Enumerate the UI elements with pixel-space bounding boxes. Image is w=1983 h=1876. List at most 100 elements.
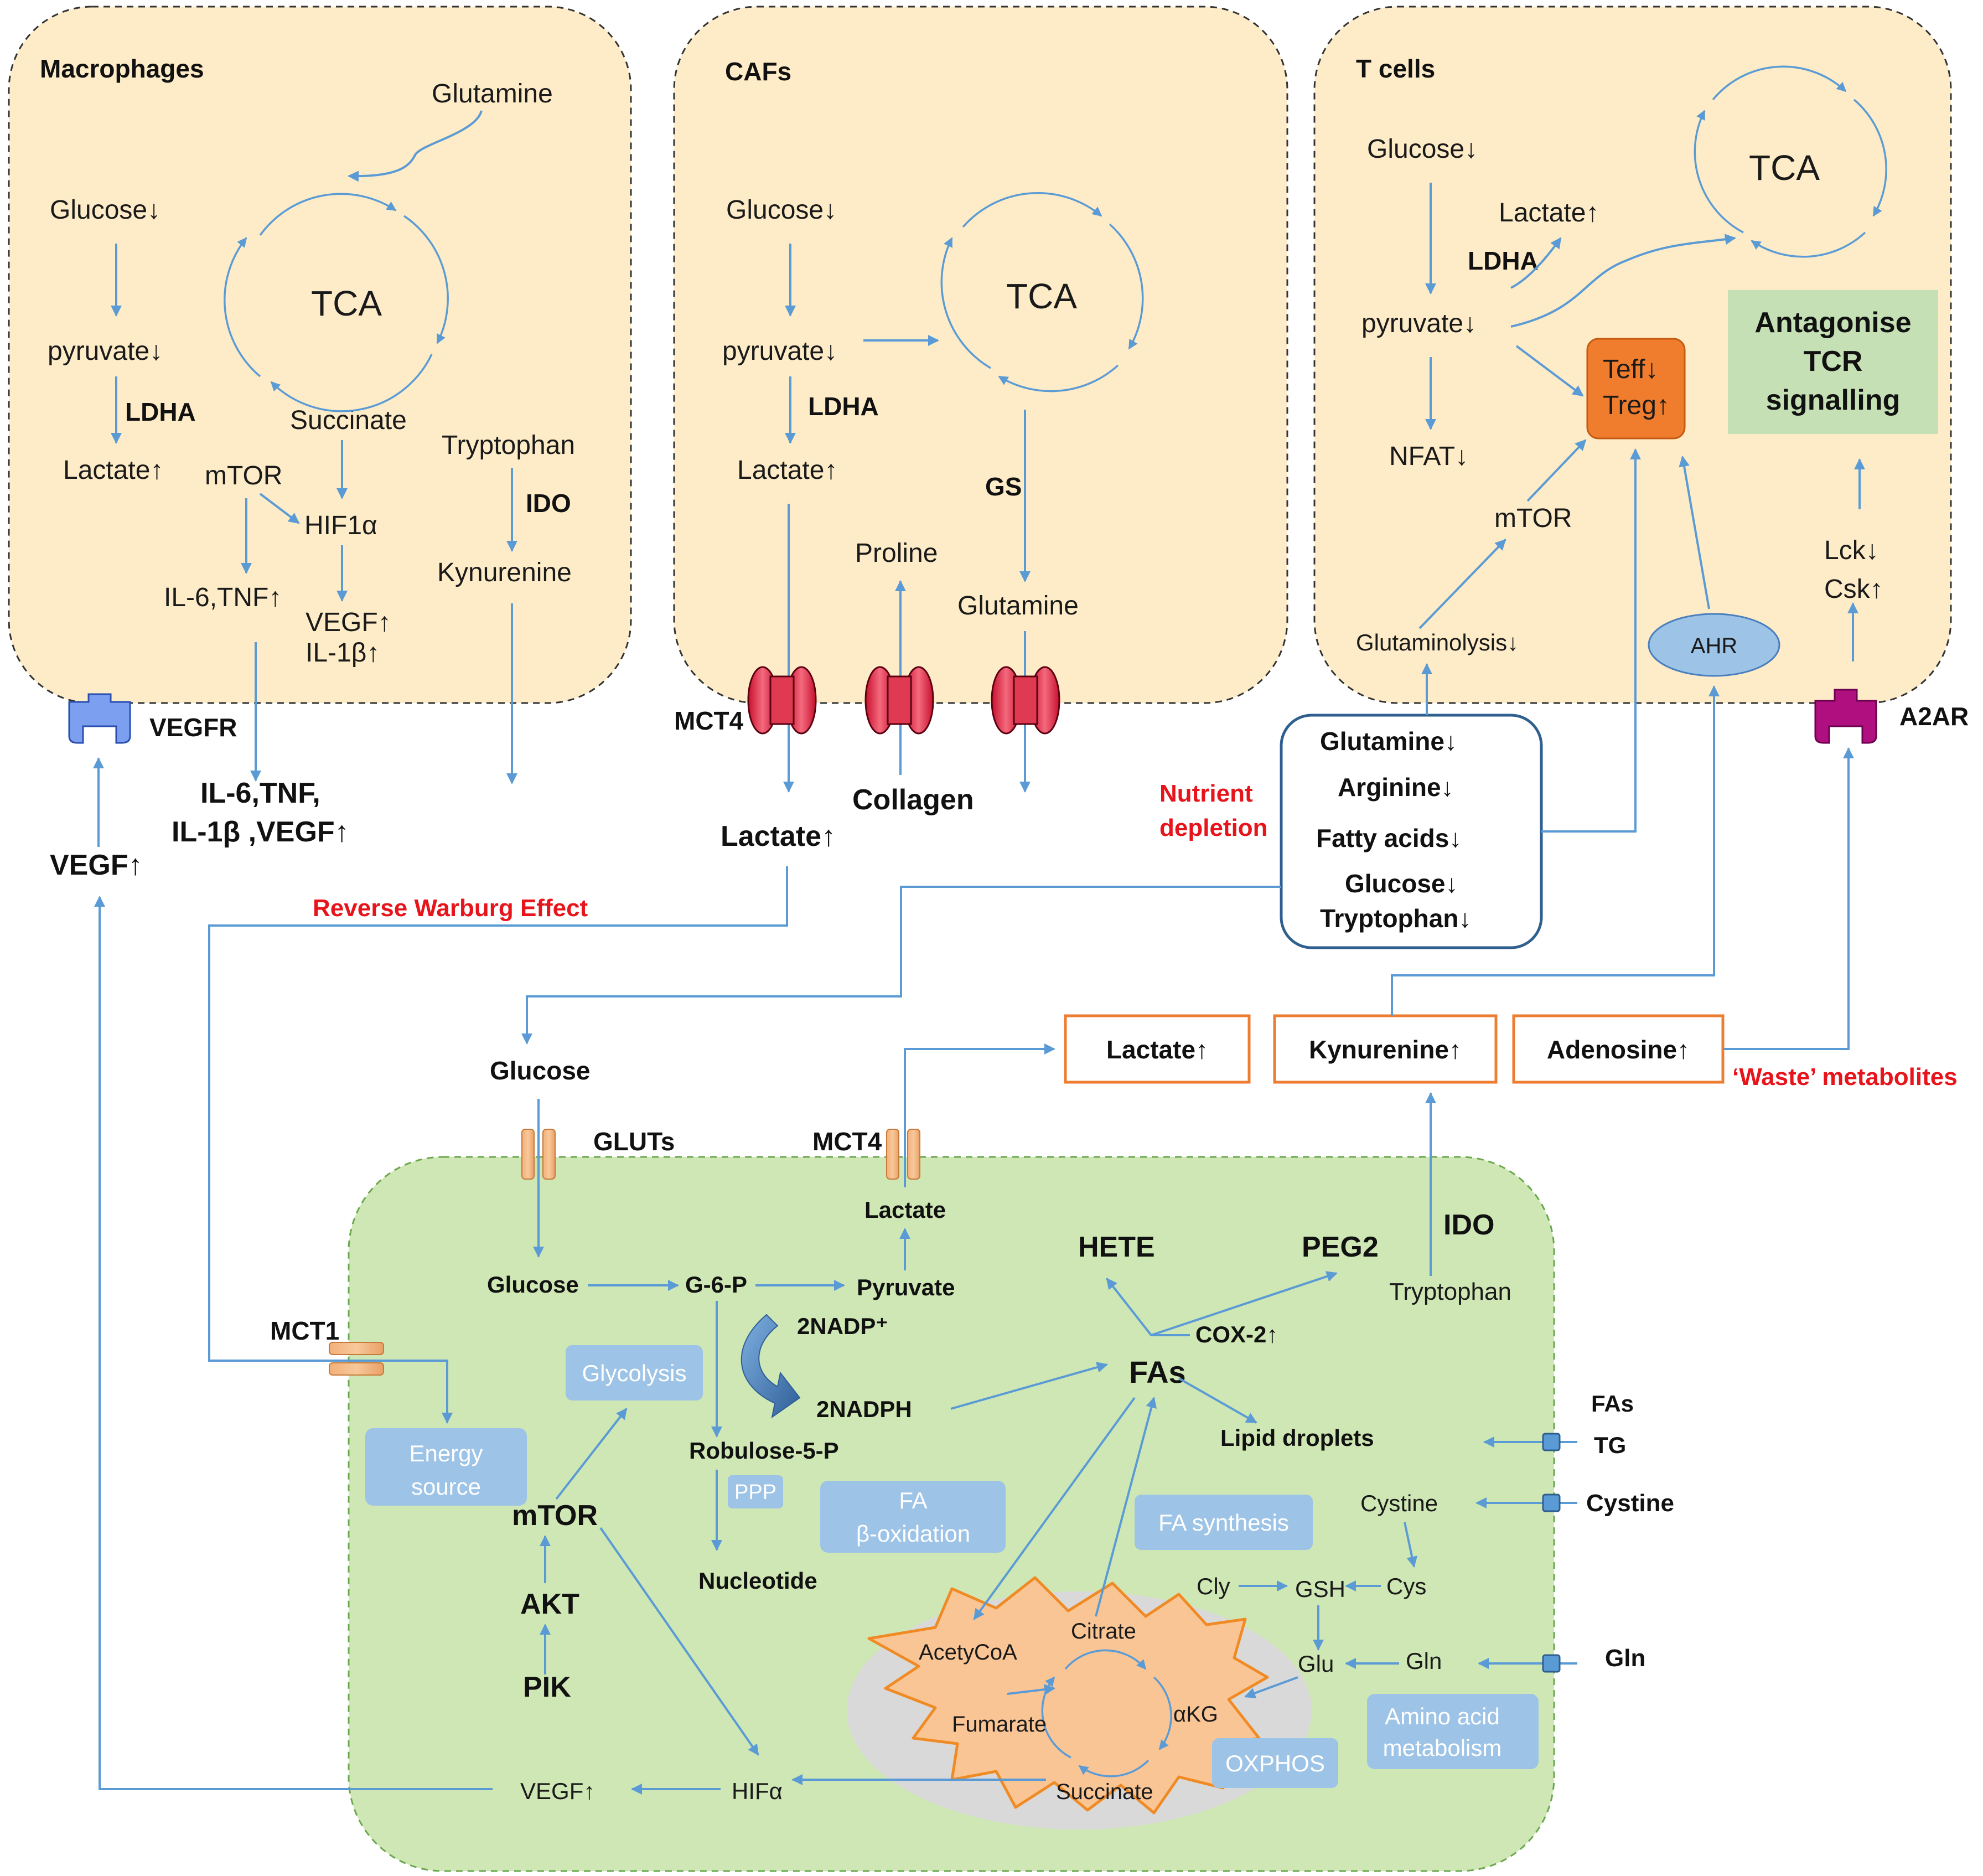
amino-acid-box [1367, 1694, 1539, 1769]
caf-gs: GS [985, 472, 1022, 501]
tc-glutaminolysis: Glutaminolysis↓ [1356, 629, 1519, 655]
ahr-ellipse [1648, 613, 1780, 677]
nutrient-glucose: Glucose↓ [1345, 869, 1458, 898]
membrane-transporter-icons [1542, 1433, 1561, 1673]
tumor-pik: PIK [523, 1671, 571, 1703]
vegfr-receptor-icon [68, 693, 131, 744]
adenosine-a2ar-path [1723, 747, 1854, 1050]
gluts-channel-icon [521, 1129, 556, 1180]
caf-lactate-out: Lactate↑ [721, 820, 836, 852]
macrophages-title: Macrophages [40, 54, 204, 83]
mito-acetycoa-arrow [1007, 1684, 1055, 1696]
amino-line1: Amino acid [1385, 1703, 1500, 1729]
tumor-peg2: PEG2 [1302, 1231, 1379, 1263]
vegf-outside: VEGF↑ [50, 849, 143, 881]
caf-tca-cycle [940, 192, 1144, 392]
citrate-fas-arrow [1095, 1397, 1157, 1617]
mac-tca-cycle [224, 193, 449, 412]
tcells-title: T cells [1356, 54, 1435, 83]
fa-synthesis-label: FA synthesis [1158, 1510, 1289, 1536]
tc-csk: Csk↑ [1824, 575, 1883, 604]
waste-lactate: Lactate↑ [1106, 1035, 1208, 1064]
mac-vegf: VEGF↑ [306, 608, 391, 637]
vegfr-label: VEGFR [149, 713, 237, 742]
tumor-vegf: VEGF↑ [520, 1778, 595, 1804]
caf-ldha: LDHA [808, 392, 879, 421]
caf-tca: TCA [1006, 276, 1077, 316]
tumor-lactate: Lactate [864, 1197, 946, 1223]
fa-synthesis-box [1135, 1495, 1313, 1550]
energy-line2: source [411, 1474, 481, 1500]
tc-glucose: Glucose↓ [1367, 135, 1478, 164]
fa-beta-box [820, 1481, 1006, 1553]
tc-ahr-treg-arrow [1679, 456, 1710, 609]
cystine-cys-arrow [1404, 1522, 1418, 1568]
tumor-glucose: Glucose [487, 1272, 579, 1298]
mito-citrate: Citrate [1071, 1619, 1136, 1644]
fas-lipid-arrow [1178, 1377, 1257, 1424]
tc-pyr-lactate-arrow [1510, 237, 1562, 289]
collagen-label: Collagen [852, 784, 974, 816]
caf-collagen-channel-icon [864, 666, 934, 735]
tumor-gln: Gln [1406, 1648, 1442, 1674]
tumor-tryptophan: Tryptophan [1389, 1278, 1511, 1305]
tc-tca: TCA [1749, 148, 1820, 188]
tumor-mtor: mTOR [512, 1500, 598, 1532]
tc-pyr-tca-arrow [1510, 234, 1736, 328]
nadp-curved-arrow-icon [741, 1314, 801, 1419]
mac-mtor: mTOR [205, 461, 282, 490]
tumor-cox2: COX-2↑ [1195, 1321, 1278, 1347]
glu-akg-arrow [1244, 1676, 1298, 1699]
mac-glucose: Glucose↓ [50, 195, 160, 225]
antagonise-line2: TCR [1804, 345, 1863, 378]
tumor-lactate-out-path [904, 1043, 1055, 1187]
tumor-nucleotide: Nucleotide [698, 1568, 817, 1594]
mac-il6tnf: IL-6,TNF↑ [164, 583, 282, 612]
tumor-akt: AKT [520, 1588, 579, 1620]
caf-glucose: Glucose↓ [726, 195, 837, 225]
cafs-title: CAFs [725, 57, 791, 86]
reverse-warburg-path [208, 866, 788, 1424]
waste-lactate-box [1064, 1014, 1251, 1084]
caf-mct4-label: MCT4 [674, 706, 744, 735]
tumor-cystine: Cystine [1360, 1490, 1438, 1516]
cox2-peg2-arrow [1151, 1271, 1338, 1336]
nutrient-arginine: Arginine↓ [1338, 773, 1454, 802]
caf-cell [673, 6, 1288, 704]
mac-tryptophan: Tryptophan [442, 431, 575, 460]
tc-mtor: mTOR [1494, 504, 1572, 533]
outside-glucose: Glucose [490, 1056, 591, 1085]
tc-pyr-teff-arrow [1515, 345, 1584, 397]
mct1-label: MCT1 [270, 1316, 339, 1345]
nutrient-teff-path [1541, 448, 1641, 833]
caf-glutamine-channel-icon [991, 666, 1060, 735]
mac-ldha: LDHA [125, 397, 196, 426]
mac-il1b: IL-1β↑ [306, 638, 380, 668]
mct4-tumor-channel-icon [886, 1129, 920, 1180]
waste-kynurenine: Kynurenine↑ [1309, 1035, 1462, 1064]
fa-beta-line2: β-oxidation [856, 1521, 970, 1547]
mac-pyruvate: pyruvate↓ [48, 337, 163, 366]
tumor-g6p: G-6-P [685, 1272, 747, 1298]
mac-kynurenine: Kynurenine [437, 558, 572, 587]
tumor-ido: IDO [1443, 1209, 1494, 1241]
gluts-label: GLUTs [593, 1127, 675, 1156]
mct4-tumor-label: MCT4 [812, 1127, 882, 1156]
nutrient-fatty-acids: Fatty acids↓ [1316, 824, 1462, 852]
mito-acetycoa: AcetyCoA [919, 1640, 1017, 1665]
tumor-cys: Cys [1386, 1573, 1426, 1599]
tc-pyruvate: pyruvate↓ [1361, 309, 1477, 338]
mac-glutamine-to-tca-arrow [348, 110, 483, 182]
ppp-label: PPP [734, 1481, 776, 1504]
ppp-box [728, 1475, 783, 1508]
tc-treg: Treg↑ [1603, 391, 1670, 420]
caf-pyruvate: pyruvate↓ [722, 337, 837, 366]
tc-ldha: LDHA [1468, 246, 1539, 275]
mac-ido: IDO [526, 489, 571, 518]
nutrient-depletion-line1: Nutrient [1159, 780, 1253, 807]
mtor-hifa-arrow [599, 1527, 759, 1756]
nutrient-glucose-path [521, 886, 1281, 1045]
mtor-glycolysis-arrow [555, 1408, 628, 1500]
tumor-in-fas: FAs [1591, 1391, 1634, 1417]
